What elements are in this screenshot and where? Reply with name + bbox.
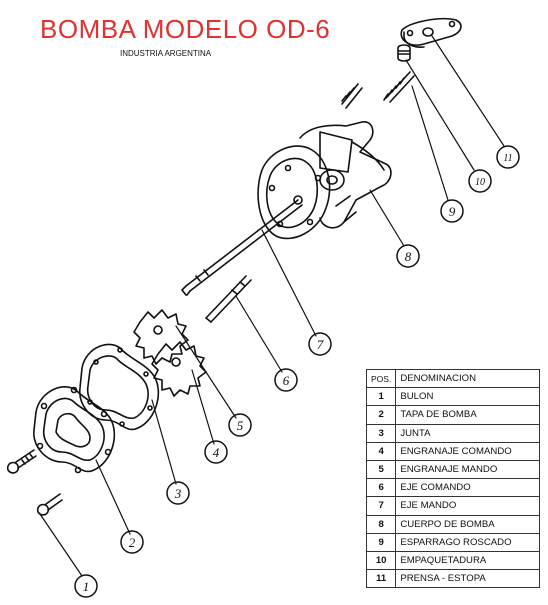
callout-5: 5 (237, 418, 244, 433)
part-4-command-gear (151, 341, 207, 397)
row-denominacion: CUERPO DE BOMBA (395, 514, 541, 534)
row-pos: 4 (365, 441, 397, 461)
row-denominacion: ESPARRAGO ROSCADO (395, 532, 541, 552)
callout-labels: 1 2 3 4 5 6 7 8 9 10 11 (83, 153, 513, 594)
row-pos: 2 (365, 405, 397, 425)
row-denominacion: JUNTA (395, 423, 541, 443)
row-pos: 10 (365, 550, 397, 571)
part-6-command-shaft (205, 275, 252, 323)
part-10-packing (397, 44, 411, 62)
row-pos: 5 (365, 459, 397, 480)
part-11-gland-plate (400, 17, 462, 48)
parts-table-header: POS. DENOMINACION (365, 368, 541, 389)
callout-9: 9 (449, 204, 456, 219)
row-denominacion: TAPA DE BOMBA (395, 405, 541, 425)
row-pos: 7 (365, 496, 397, 516)
header-denominacion: DENOMINACION (395, 368, 541, 389)
diagram-title: BOMBA MODELO OD-6 (40, 14, 331, 44)
row-pos: 8 (365, 514, 397, 534)
part-8-pump-body (257, 121, 392, 240)
row-pos: 1 (365, 387, 397, 407)
callout-11: 11 (503, 153, 512, 164)
row-pos: 3 (365, 423, 397, 443)
leader-lines (39, 35, 505, 577)
part-1-bolt (6, 449, 63, 516)
row-denominacion: EJE COMANDO (395, 478, 541, 498)
callout-6: 6 (283, 373, 290, 388)
callout-10: 10 (475, 177, 485, 188)
callout-4: 4 (213, 445, 220, 460)
row-denominacion: EJE MANDO (395, 496, 541, 516)
part-7-drive-shaft (181, 199, 303, 296)
callout-circles (74, 145, 520, 598)
callout-1: 1 (83, 579, 90, 594)
row-pos: 9 (365, 532, 397, 552)
row-denominacion: EMPAQUETADURA (395, 550, 541, 571)
callout-3: 3 (174, 486, 182, 501)
row-denominacion: BULON (395, 387, 541, 407)
callout-7: 7 (317, 337, 324, 352)
callout-8: 8 (405, 249, 412, 264)
row-pos: 6 (365, 478, 397, 498)
part-9-threaded-stud (341, 71, 415, 109)
row-denominacion: ENGRANAJE COMANDO (395, 441, 541, 461)
header-pos: POS. (365, 368, 397, 389)
part-5-drive-gear (133, 309, 189, 365)
part-2-pump-cover (33, 386, 116, 474)
diagram-subtitle: INDUSTRIA ARGENTINA (120, 49, 212, 58)
row-denominacion: ENGRANAJE MANDO (395, 459, 541, 480)
callout-2: 2 (129, 535, 136, 550)
row-denominacion: PRENSA - ESTOPA (395, 569, 541, 589)
row-pos: 11 (365, 569, 397, 589)
